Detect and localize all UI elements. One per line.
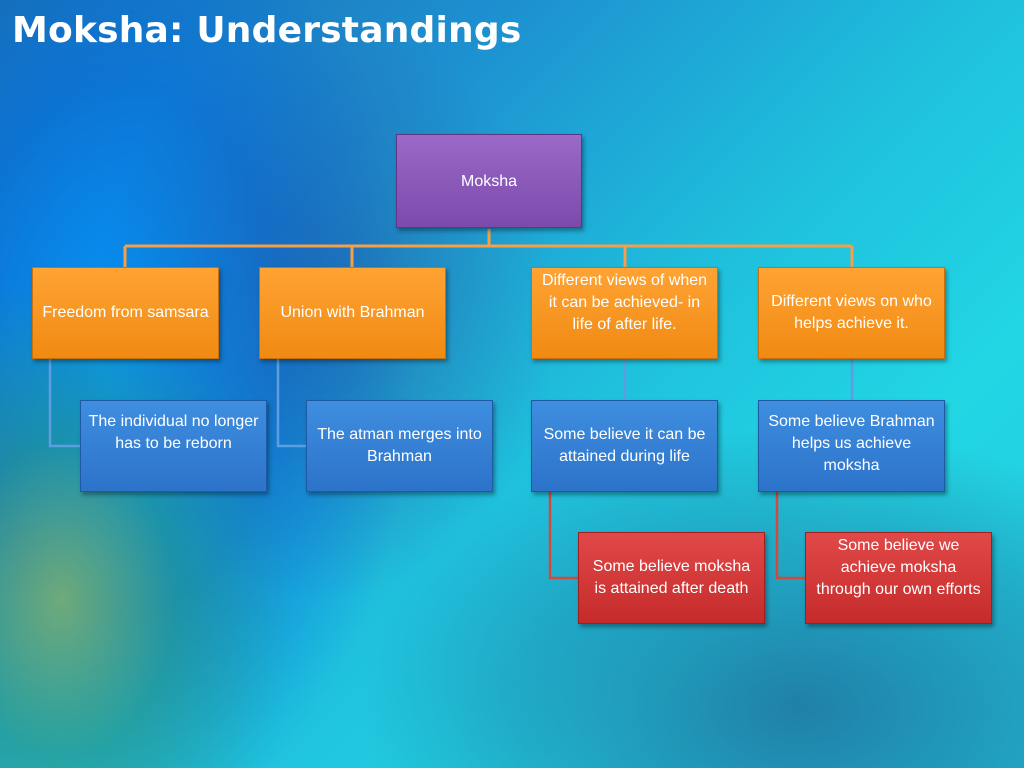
grandchild-node-after-death: Some believe moksha is attained after de… <box>578 532 765 624</box>
connector-root-to-branches <box>123 229 854 267</box>
child-node-label: Some believe it can be attained during l… <box>543 426 706 465</box>
root-node-moksha: Moksha <box>396 134 582 228</box>
branch-node-union: Union with Brahman <box>259 267 446 359</box>
grandchild-node-label: Some believe we achieve moksha through o… <box>816 537 981 598</box>
child-node-brahman-helps: Some believe Brahman helps us achieve mo… <box>758 400 945 492</box>
root-node-label: Moksha <box>460 173 518 190</box>
child-node-reborn: The individual no longer has to be rebor… <box>80 400 267 492</box>
grandchild-node-own-efforts: Some believe we achieve moksha through o… <box>805 532 992 624</box>
connector-branch1-child <box>48 359 80 448</box>
child-node-label: The individual no longer has to be rebor… <box>88 413 259 452</box>
slide-title: Moksha: Understandings <box>12 10 522 51</box>
branch-node-label: Different views of when it can be achiev… <box>541 272 708 333</box>
child-node-label: Some believe Brahman helps us achieve mo… <box>768 413 935 474</box>
connector-branch2-child <box>276 359 306 448</box>
grandchild-node-label: Some believe moksha is attained after de… <box>592 558 751 597</box>
connector-child4-grandchild <box>775 492 805 580</box>
child-node-atman: The atman merges into Brahman <box>306 400 493 492</box>
branch-node-label: Union with Brahman <box>280 304 425 321</box>
branch-node-freedom: Freedom from samsara <box>32 267 219 359</box>
branch-node-when: Different views of when it can be achiev… <box>531 267 718 359</box>
connector-child3-grandchild <box>548 492 578 580</box>
branch-node-label: Freedom from samsara <box>42 304 209 321</box>
branch-node-label: Different views on who helps achieve it. <box>771 293 932 332</box>
branch-node-who: Different views on who helps achieve it. <box>758 267 945 359</box>
child-node-label: The atman merges into Brahman <box>317 426 482 465</box>
child-node-during-life: Some believe it can be attained during l… <box>531 400 718 492</box>
